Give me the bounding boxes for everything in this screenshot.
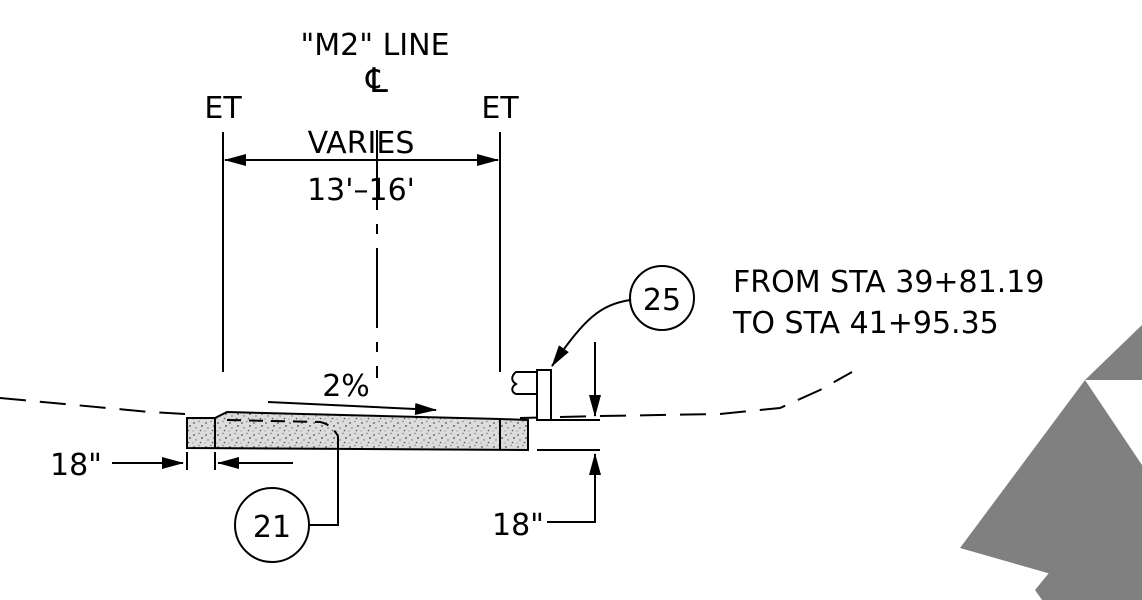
callout-25-note-line-2: TO STA 41+95.35 [732,306,999,341]
callout-25-note-line-1: FROM STA 39+81.19 [733,265,1044,300]
centerline-line-name: "M2" LINE [300,28,449,63]
right-18-inch-dimension-label: 18" [492,508,544,543]
centerline-symbol-icon: ℄ [365,61,388,101]
existing-ground-line [0,371,853,419]
callout-25-circle [629,265,695,331]
cross-slope-arrow [267,401,437,415]
north-arrow-icon-upper [1085,325,1142,380]
cross-slope-label: 2% [322,369,370,404]
guard-railing-post [536,369,552,421]
callout-21-leader [309,436,339,526]
edge-of-traveled-way-right-label: ET [481,91,519,126]
right-18-arrow-up [547,453,601,523]
callout-21-number: 21 [253,510,291,545]
width-dimension-bottom-label: 13'–16' [307,173,415,208]
callout-25-number: 25 [643,283,681,318]
left-18-inch-dimension-label: 18" [50,448,102,483]
guard-railing-block [511,371,537,395]
callout-25-leader [551,299,631,367]
edge-of-traveled-way-left-label: ET [204,91,242,126]
pavement-section [186,410,529,452]
pavement-layer-line [226,419,339,437]
north-arrow-icon [960,380,1142,600]
width-dimension-top-label: VARIES [308,126,415,161]
